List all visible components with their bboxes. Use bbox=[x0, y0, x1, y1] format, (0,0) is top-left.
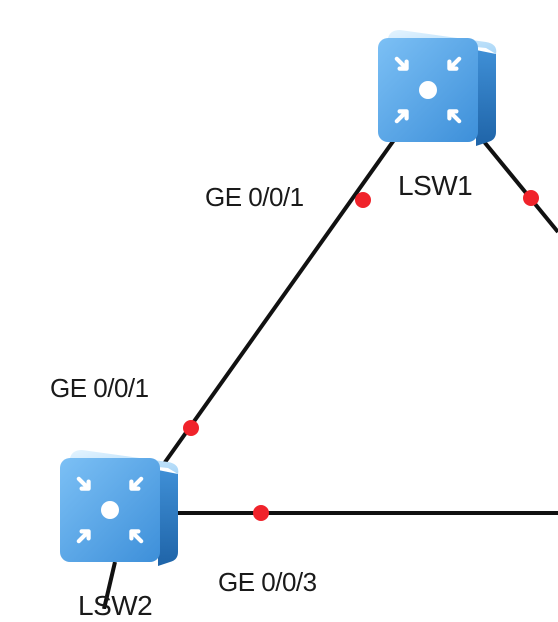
switch-icon-lsw2[interactable] bbox=[60, 450, 179, 566]
port-dot-lsw2-ge001[interactable] bbox=[183, 420, 199, 436]
port-dot-lsw1-ge001[interactable] bbox=[355, 192, 371, 208]
port-dot-lsw2-ge003[interactable] bbox=[253, 505, 269, 521]
port-label-lsw2-ge001: GE 0/0/1 bbox=[50, 373, 149, 403]
link-lsw1-lsw2[interactable] bbox=[161, 138, 396, 467]
port-dot-lsw1-right[interactable] bbox=[523, 190, 539, 206]
network-topology-diagram bbox=[60, 30, 558, 609]
port-label-lsw2-ge003: GE 0/0/3 bbox=[218, 567, 317, 597]
port-dots bbox=[183, 190, 539, 521]
switch-symbol bbox=[79, 479, 141, 541]
links bbox=[102, 136, 558, 609]
link-lsw2-down[interactable] bbox=[102, 561, 117, 609]
switch-side-face bbox=[158, 470, 178, 566]
device-label-lsw1: LSW1 bbox=[398, 170, 473, 201]
switch-side-face bbox=[476, 50, 496, 146]
link-lsw1-right[interactable] bbox=[479, 136, 558, 234]
port-label-lsw1-ge001: GE 0/0/1 bbox=[205, 182, 304, 212]
device-label-lsw2: LSW2 bbox=[78, 590, 153, 621]
switch-icon-lsw1[interactable] bbox=[378, 30, 497, 146]
switch-symbol bbox=[397, 59, 459, 121]
